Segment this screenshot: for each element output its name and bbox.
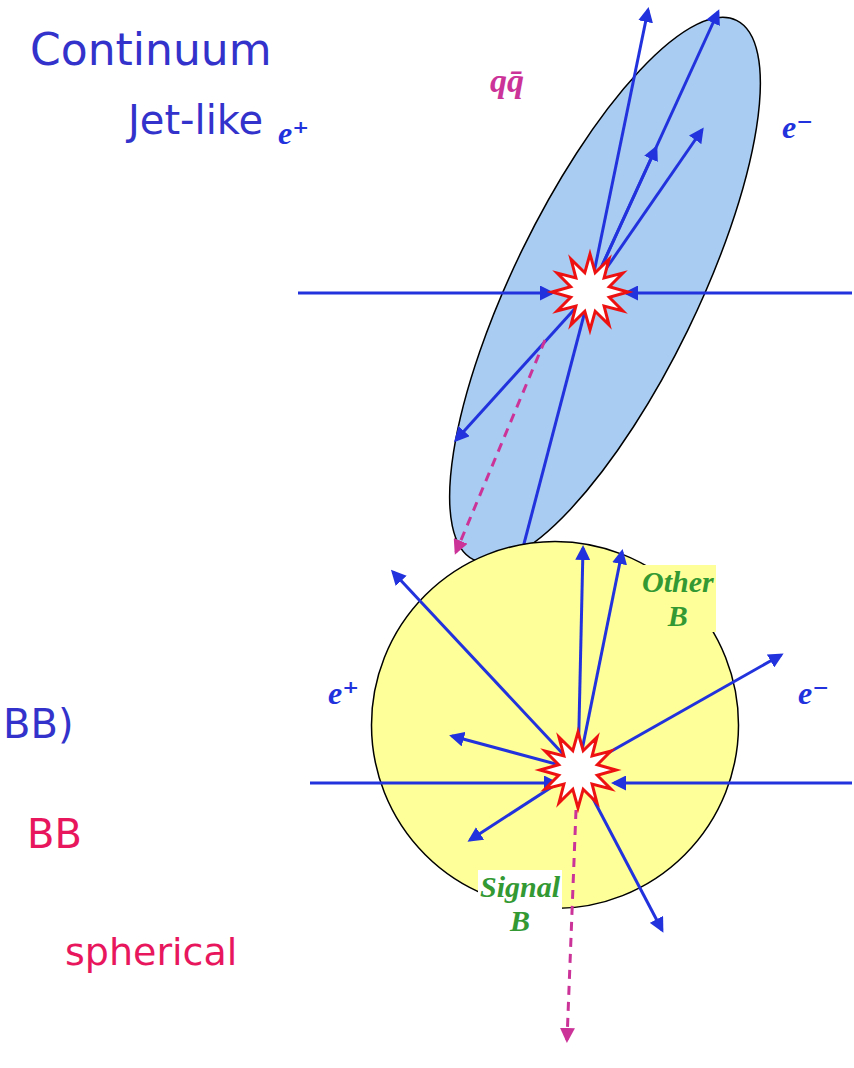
event-sphere: Other BSignal B bbox=[370, 540, 740, 910]
particle-track bbox=[590, 12, 718, 292]
particle-track bbox=[578, 552, 622, 770]
particle-track bbox=[626, 292, 852, 295]
beam-label: e⁺ bbox=[278, 116, 309, 151]
particle-track bbox=[310, 782, 556, 785]
beam-label: e⁺ bbox=[328, 676, 359, 711]
signal-track bbox=[456, 340, 545, 552]
particle-track bbox=[614, 782, 852, 785]
particle-track bbox=[393, 572, 578, 770]
shape-label: spherical bbox=[65, 932, 237, 974]
category-heading: BB bbox=[27, 812, 82, 856]
particle-track bbox=[298, 292, 552, 295]
b-meson-label: Signal B bbox=[478, 870, 562, 937]
quark-pair-label: qq̄ bbox=[490, 62, 524, 99]
collision-burst bbox=[540, 732, 616, 808]
jet-ellipse bbox=[391, 0, 819, 600]
beam-label: e⁻ bbox=[782, 110, 813, 145]
beam-label: e⁻ bbox=[798, 676, 829, 711]
b-meson-label: Other B bbox=[640, 565, 716, 632]
signal-track bbox=[567, 810, 576, 1040]
category-heading: Continuum bbox=[30, 26, 272, 74]
collision-burst bbox=[552, 254, 628, 330]
category-heading: BB) bbox=[3, 702, 74, 746]
particle-track bbox=[515, 292, 590, 578]
shape-label: Jet-like bbox=[128, 98, 263, 142]
